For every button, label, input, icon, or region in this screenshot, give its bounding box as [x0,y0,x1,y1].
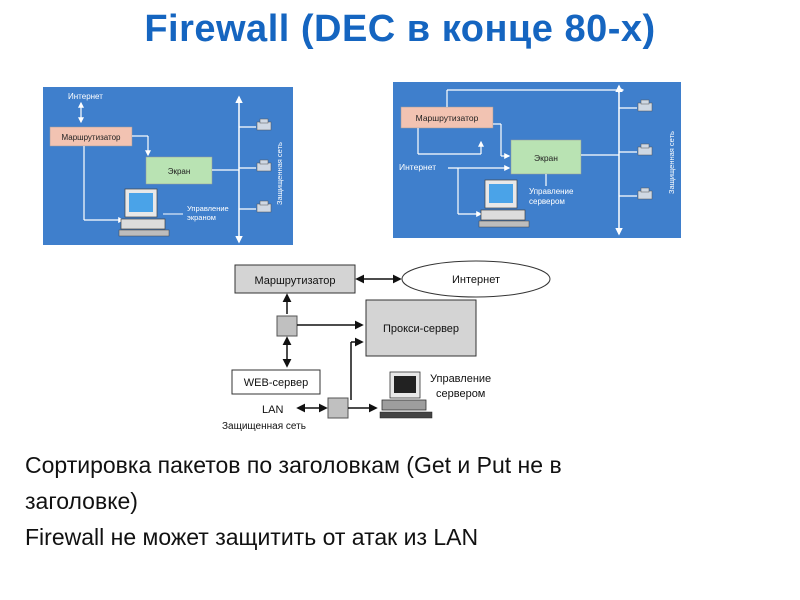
body-line-1: Сортировка пакетов по заголовкам (Get и … [25,452,562,478]
control-label-line1: Управление [430,373,491,385]
screen-label: Экран [534,153,558,163]
lan-label: LAN [262,404,283,416]
firewall-diagram-screen: Интернет Маршрутизатор Экран Защищенная … [43,87,293,245]
screen-label: Экран [168,167,191,176]
router-label: Маршрутизатор [62,133,122,142]
protected-net-label: Защищенная сеть [275,142,284,205]
control-label-line2: сервером [529,197,565,206]
control-label-line2: сервером [436,388,485,400]
phone-icon [256,118,272,213]
body-line-2: заголовке) [25,488,138,514]
proxy-firewall-diagram: Маршрутизатор Интернет Прокси-сервер WEB… [222,260,551,432]
proxy-server-box [365,299,477,357]
body-line-3: Firewall не может защитить от атак из LA… [25,524,479,550]
internet-label: Интернет [452,274,500,286]
screen-box [510,139,582,175]
control-label-line1: Управление [187,204,229,213]
computer-icon [478,179,530,228]
control-label-line1: Управление [529,187,574,196]
proxy-server-label: Прокси-сервер [383,323,459,335]
internet-cloud [401,260,551,298]
web-server-label: WEB-сервер [244,377,308,389]
router-label: Маршрутизатор [254,275,335,287]
router-label: Маршрутизатор [416,113,479,123]
internet-label: Интернет [68,92,103,101]
phone-icon [637,99,653,200]
computer-icon [118,188,170,237]
firewall-diagram-server: Маршрутизатор Интернет Экран Защищенная … [393,82,681,238]
body-text: Сортировка пакетов по заголовкам (Get и … [25,447,785,555]
computer-icon [379,371,433,419]
page-title: Firewall (DEC в конце 80-х) [144,8,656,50]
protected-net-label: Защищенная сеть [667,131,676,194]
web-server-box [231,369,321,395]
protected-net-label: Защищенная сеть [222,421,306,432]
router-box [234,264,356,294]
control-label-line2: экраном [187,213,216,222]
switch-node [276,315,298,337]
switch-node [327,397,349,419]
internet-label: Интернет [399,162,436,172]
